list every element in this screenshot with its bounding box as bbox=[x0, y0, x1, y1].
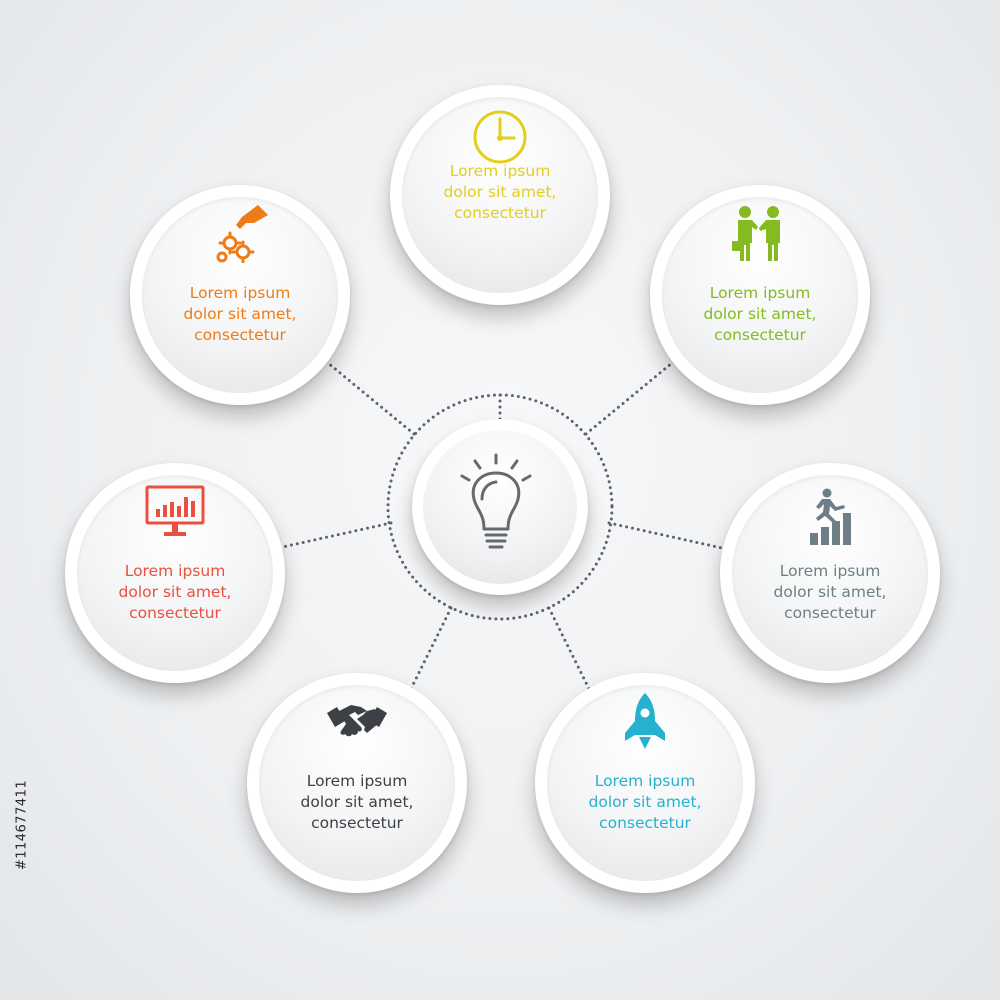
connector-bottom-left bbox=[402, 606, 453, 705]
handshake-icon bbox=[327, 705, 387, 737]
hand-gears-icon bbox=[216, 205, 268, 263]
connector-top-left bbox=[326, 361, 416, 436]
central-idea-circle bbox=[412, 419, 588, 595]
connector-right bbox=[607, 521, 724, 550]
rocket-icon bbox=[625, 693, 665, 749]
businessmen-meeting-icon bbox=[732, 206, 780, 261]
connector-bottom-right bbox=[547, 606, 598, 705]
lightbulb-icon bbox=[460, 453, 532, 549]
clock-icon bbox=[473, 110, 527, 164]
connector-top-right bbox=[584, 361, 674, 436]
monitor-chart-icon bbox=[145, 485, 205, 536]
career-growth-icon bbox=[810, 488, 851, 545]
stock-id-label: #114677411 bbox=[14, 779, 30, 871]
connector-left bbox=[276, 521, 393, 550]
